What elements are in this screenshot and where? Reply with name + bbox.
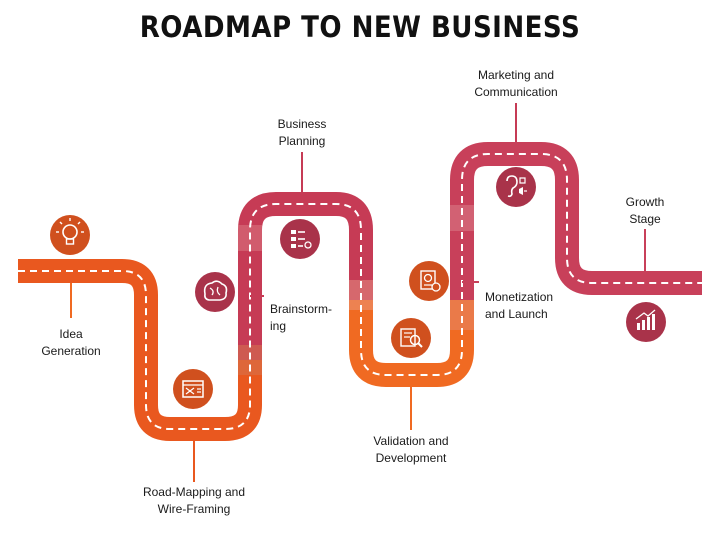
road-center-dashes bbox=[18, 153, 702, 430]
road bbox=[18, 142, 702, 441]
lightbulb-icon bbox=[50, 215, 90, 255]
page-title: ROADMAP TO NEW BUSINESS bbox=[139, 10, 581, 44]
connectors bbox=[70, 103, 646, 482]
road-segment-crimson-1 bbox=[238, 192, 373, 360]
magnifier-document-icon bbox=[391, 318, 431, 358]
browser-window-icon bbox=[173, 369, 213, 409]
megaphone-ear-icon bbox=[496, 167, 536, 207]
brain-icon bbox=[195, 272, 235, 312]
growth-chart-icon bbox=[626, 302, 666, 342]
money-document-icon bbox=[409, 261, 449, 301]
checklist-icon bbox=[280, 219, 320, 259]
stage-label-brainstorming: Brainstorm-ing bbox=[270, 302, 333, 333]
